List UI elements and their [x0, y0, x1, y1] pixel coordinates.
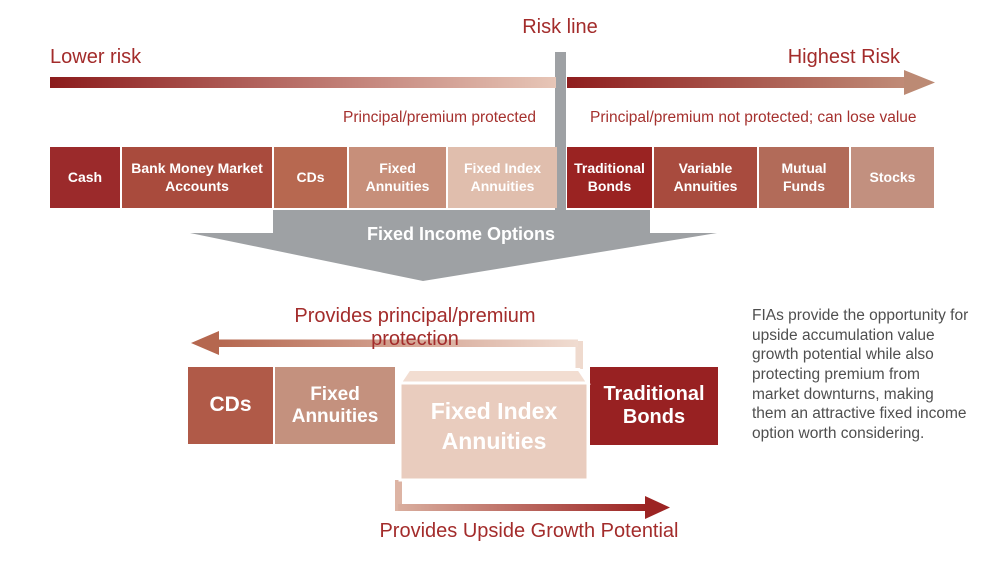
detail-box-cds: CDs [188, 367, 273, 444]
box-mutual-funds: Mutual Funds [759, 147, 849, 208]
protected-label: Principal/premium protected [343, 109, 536, 126]
box-fixed-index-annuities: Fixed Index Annuities [448, 147, 557, 208]
risk-arrow-left-segment [50, 77, 556, 88]
detail-box-traditional-bonds-label: Traditional Bonds [603, 383, 705, 428]
not-protected-label: Principal/premium not protected; can los… [590, 109, 917, 126]
growth-arrowhead-icon [645, 496, 670, 519]
growth-arrow-shaft [398, 504, 646, 511]
growth-arrow-label: Provides Upside Growth Potential [379, 520, 679, 542]
growth-arrow-connector [395, 480, 402, 511]
fia-3d-box-front-face [398, 381, 590, 482]
detail-box-fia-label: Fixed Index Annuities [430, 398, 558, 454]
box-cash-label: Cash [67, 168, 103, 185]
box-fixed-annuities-label: Fixed Annuities [365, 160, 430, 194]
detail-box-fixed-annuities: Fixed Annuities [275, 367, 395, 444]
box-traditional-bonds: Traditional Bonds [567, 147, 652, 208]
box-bank-money-market: Bank Money Market Accounts [122, 147, 272, 208]
box-cds-label: CDs [296, 168, 325, 185]
highest-risk-label: Highest Risk [787, 46, 900, 68]
detail-box-traditional-bonds: Traditional Bonds [590, 367, 718, 445]
protection-arrowhead-icon [191, 331, 219, 355]
protection-arrow-shaft [218, 339, 578, 347]
box-stocks-label: Stocks [869, 168, 916, 185]
box-stocks: Stocks [851, 147, 934, 208]
box-variable-annuities: Variable Annuities [654, 147, 757, 208]
box-mutual-funds-label: Mutual Funds [781, 160, 827, 194]
box-traditional-bonds-label: Traditional Bonds [574, 160, 645, 194]
risk-line-bar [555, 52, 566, 238]
risk-arrow-right-segment [567, 77, 905, 88]
box-variable-annuities-label: Variable Annuities [673, 160, 738, 194]
box-cds: CDs [274, 147, 347, 208]
protection-arrow-connector [575, 341, 583, 369]
box-fixed-annuities: Fixed Annuities [349, 147, 446, 208]
risk-arrowhead-icon [904, 70, 935, 95]
risk-line-label: Risk line [522, 16, 598, 38]
fia-3d-box-top-face [397, 368, 591, 385]
detail-box-cds-label: CDs [209, 393, 252, 417]
box-bank-money-market-label: Bank Money Market Accounts [131, 160, 263, 194]
fia-note-text: FIAs provide the opportunity for upside … [752, 307, 969, 443]
lower-risk-label: Lower risk [50, 46, 142, 68]
box-fixed-index-annuities-label: Fixed Index Annuities [463, 160, 542, 194]
fixed-income-funnel-arrow [190, 210, 717, 281]
fixed-income-options-label: Fixed Income Options [366, 224, 556, 244]
box-cash: Cash [50, 147, 120, 208]
detail-box-fixed-annuities-label: Fixed Annuities [291, 383, 379, 427]
protection-arrow-label: Provides principal/premium protection [294, 305, 536, 350]
